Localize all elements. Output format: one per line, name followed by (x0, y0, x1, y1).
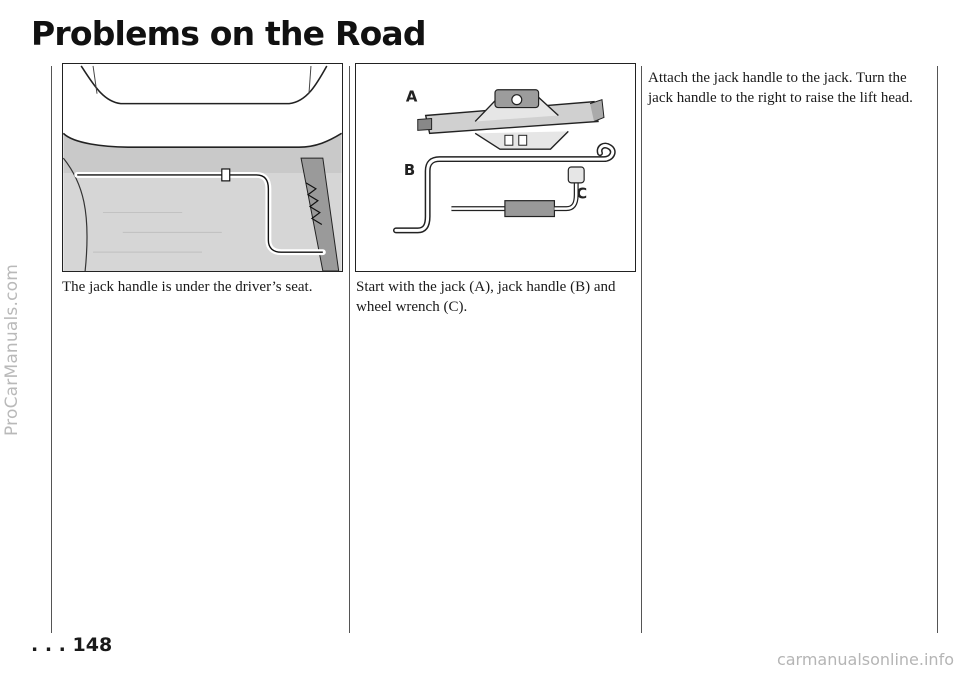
column-rule-left (51, 66, 52, 633)
label-b: B (404, 161, 415, 179)
caption-jack-kit: Start with the jack (A), jack handle (B)… (356, 279, 616, 315)
seat-jack-handle-drawing (63, 65, 342, 271)
wheel-wrench (451, 166, 585, 218)
jack-handle (392, 142, 616, 234)
scissor-jack (417, 89, 605, 150)
jack-kit-illustration: A B C (355, 63, 636, 272)
label-a: A (406, 88, 418, 106)
caption-seat: The jack handle is under the driver’s se… (62, 279, 313, 295)
column-rule-middle (349, 66, 350, 633)
column-rule-right (641, 66, 642, 633)
page-number: . . . 148 (31, 634, 113, 656)
side-watermark: ProCarManuals.com (2, 264, 22, 436)
bottom-watermark: carmanualsonline.info (776, 650, 954, 669)
page-title: Problems on the Road (31, 14, 427, 53)
jack-kit-drawing: A B C (392, 88, 616, 234)
seat-illustration (62, 63, 343, 272)
label-c: C (576, 185, 587, 203)
caption-attach-handle: Attach the jack handle to the jack. Turn… (648, 70, 913, 106)
column-rule-far-right (937, 66, 938, 633)
